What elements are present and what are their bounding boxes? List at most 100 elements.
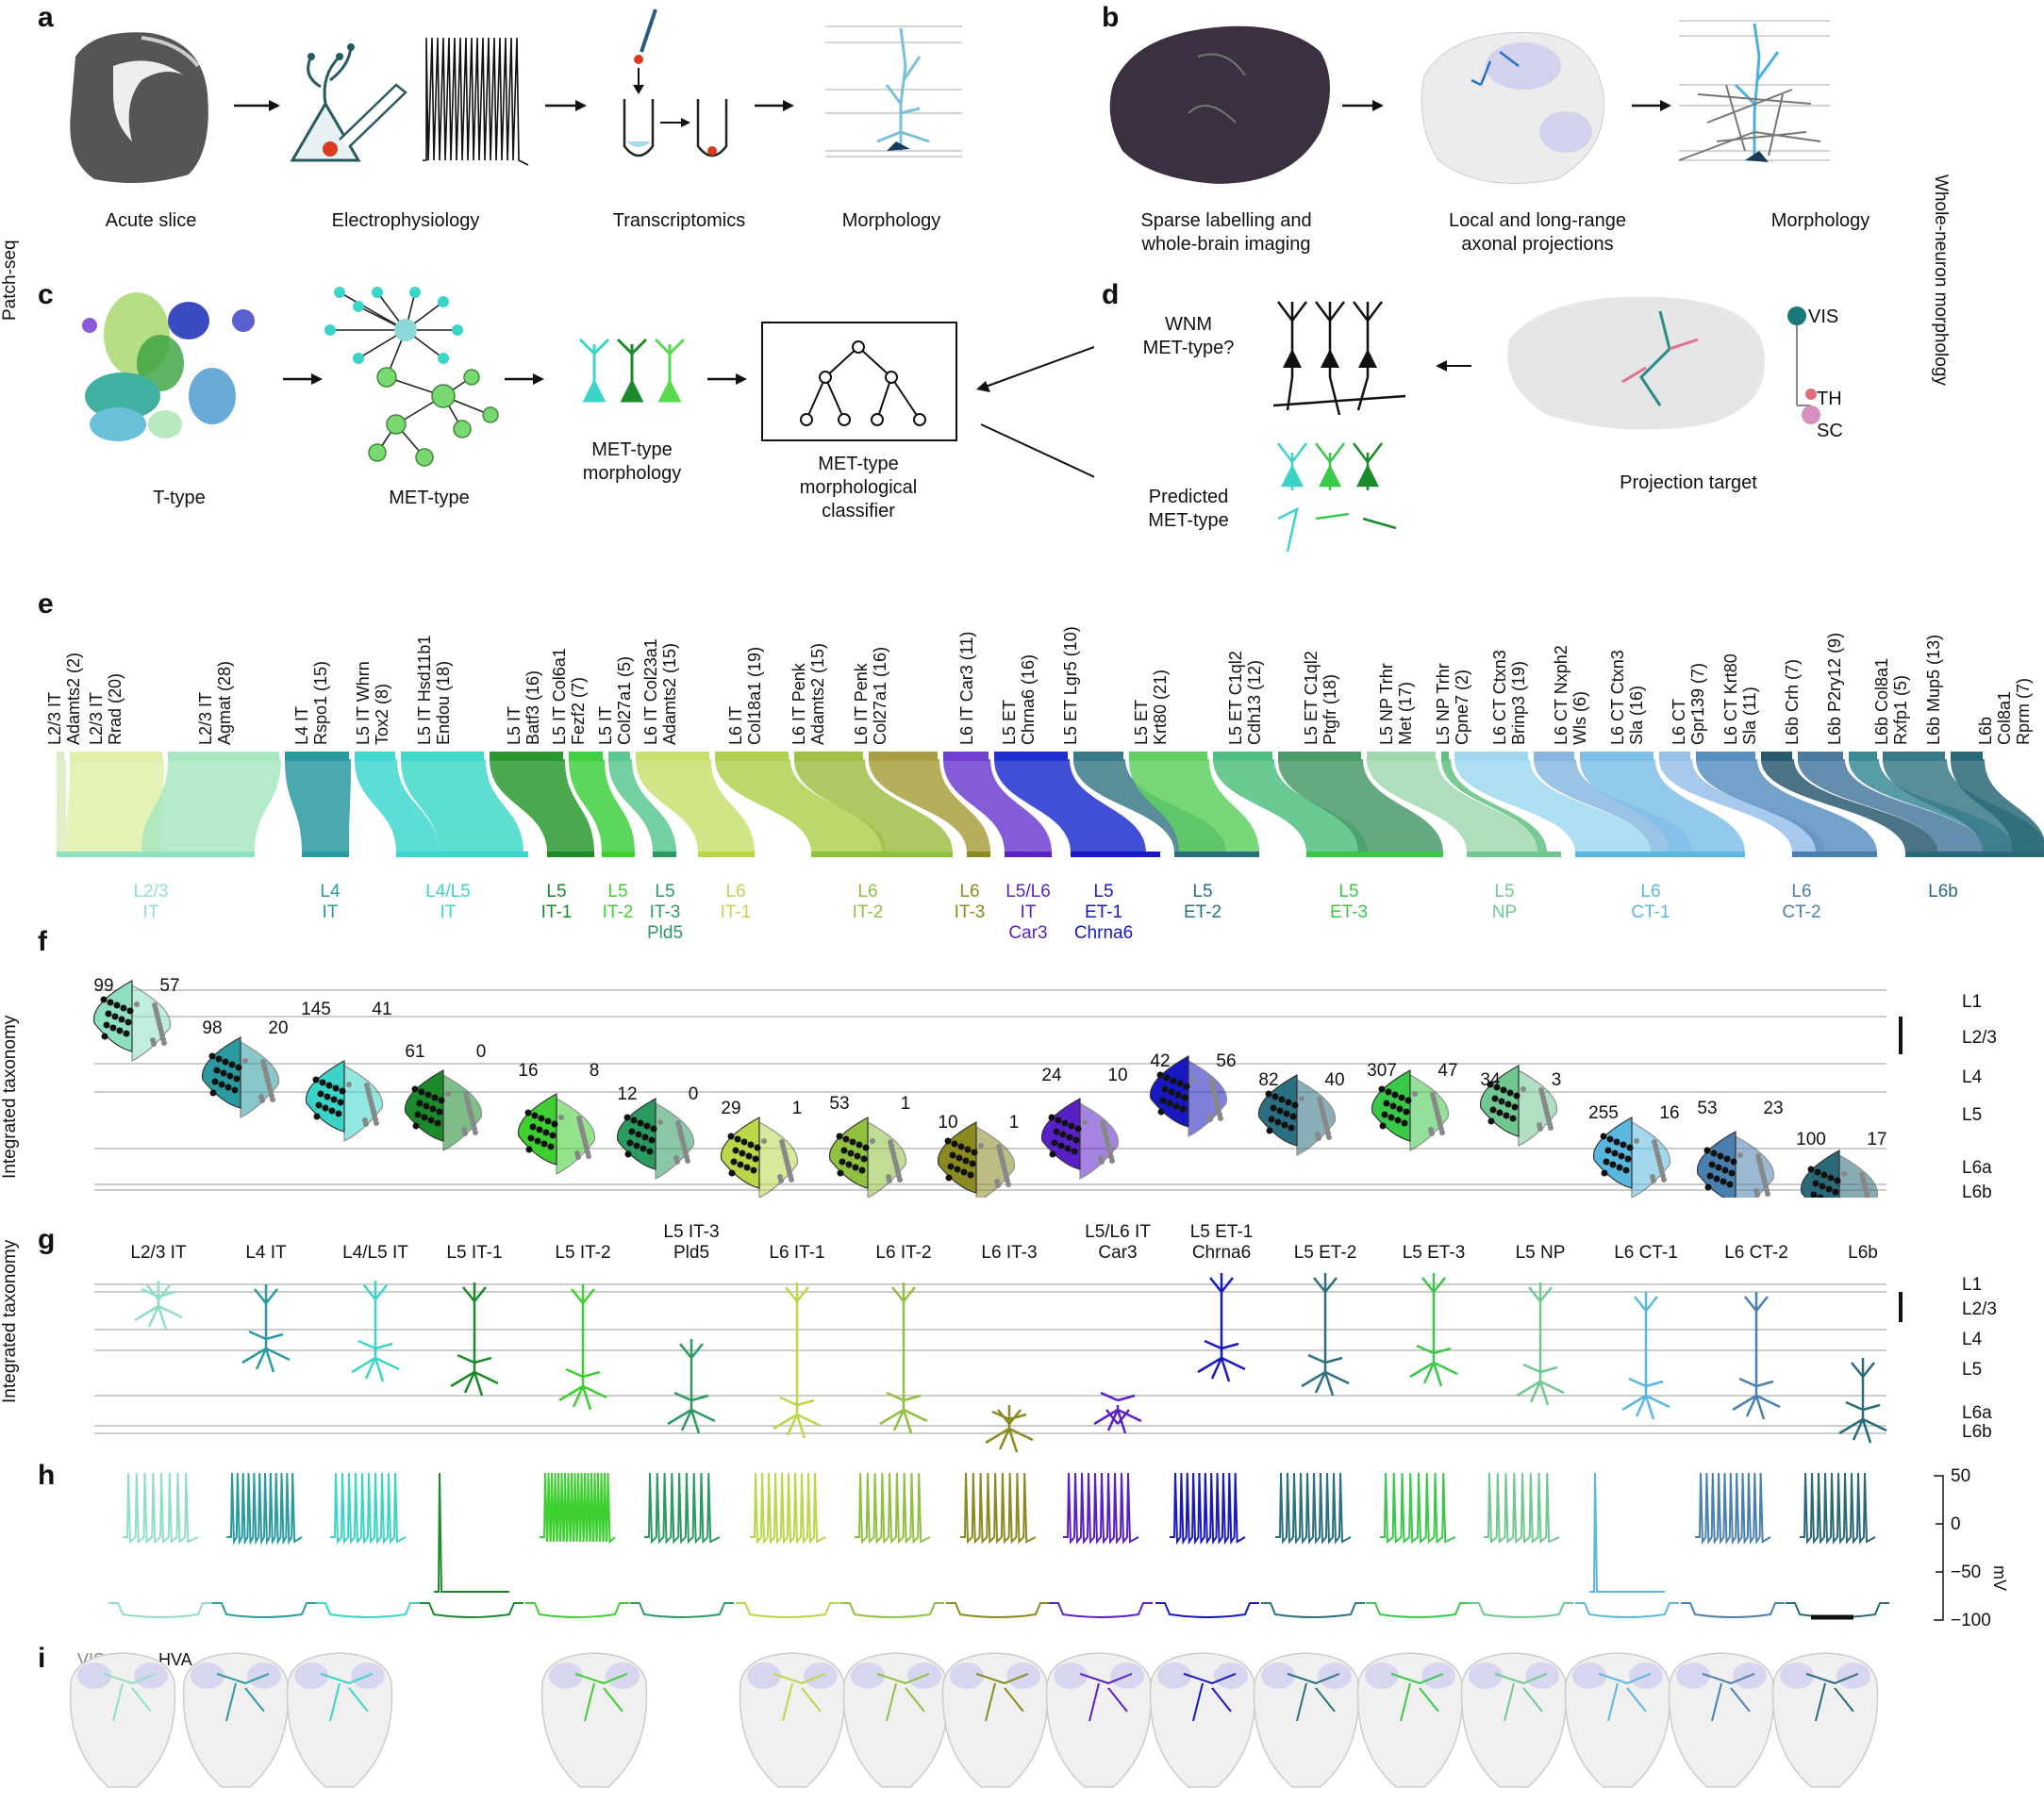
sankey-flow <box>355 759 439 853</box>
ttype-bar <box>1278 752 1361 761</box>
cell-dot <box>315 1101 323 1109</box>
ttype-label: L6b Col8a1 Rxfp1 (5) <box>1872 657 1910 745</box>
cell-dot <box>845 1161 853 1168</box>
cell-dot <box>1487 1081 1494 1088</box>
cell-dot <box>1609 1161 1617 1168</box>
mettype-label: L6 IT-1 <box>720 882 752 922</box>
cell-dot <box>411 1085 419 1093</box>
violin-count: 3 <box>1551 1070 1562 1090</box>
violin-count: 53 <box>1697 1099 1718 1118</box>
cell-dot <box>1055 1117 1062 1124</box>
cell-dot <box>745 1152 753 1160</box>
cell-dot <box>1841 1171 1847 1177</box>
mettype-bar <box>1905 852 2044 857</box>
sankey-flow <box>1367 759 1537 853</box>
cell-dot <box>524 1109 532 1117</box>
violin-count: 42 <box>1150 1051 1171 1071</box>
cell-dot <box>1299 1096 1305 1101</box>
cell-dot <box>1401 1119 1408 1127</box>
cell-dot <box>750 1166 757 1174</box>
layer-label: L4 <box>1962 1330 1983 1349</box>
cell-dot <box>1049 1150 1056 1158</box>
cell-dot <box>956 1154 963 1162</box>
mettype-label: L2/3 IT <box>133 882 169 922</box>
cell-dot <box>208 1052 216 1060</box>
cell-dot <box>328 1107 336 1115</box>
cell-dot <box>423 1102 430 1110</box>
cell-dot <box>747 1141 755 1149</box>
wnm-neuron-icons <box>1272 301 1406 416</box>
cell-dot <box>740 1138 748 1146</box>
ttype-label: L6 IT Col18a1 (19) <box>726 646 764 745</box>
cell-dot <box>951 1140 958 1148</box>
cell-dot <box>1181 1094 1188 1101</box>
sankey-flow <box>1659 759 1825 853</box>
cell-dot <box>337 1099 344 1106</box>
caption-acute-slice: Acute slice <box>105 210 197 231</box>
cell-dot <box>107 999 114 1006</box>
sankey-flow <box>869 759 990 853</box>
cell-dot <box>1825 1185 1833 1193</box>
sankey-flow <box>66 759 164 853</box>
target-sc-label: SC <box>1817 421 1843 441</box>
cell-dot <box>1278 1096 1286 1103</box>
ttype-label: L5 ET C1ql2 Cdh13 (12) <box>1226 651 1264 745</box>
met-type-morphology-icons <box>578 338 686 403</box>
cell-dot <box>215 1055 223 1063</box>
cell-dot <box>840 1147 848 1154</box>
violin-right <box>1518 1068 1558 1147</box>
violin-count: 61 <box>405 1042 425 1062</box>
panel-d-graphics <box>1272 296 1820 553</box>
cell-dot <box>1315 1132 1321 1137</box>
violin-count: 16 <box>1659 1103 1680 1123</box>
ttype-bar <box>1534 752 1574 761</box>
cell-dot <box>1710 1150 1718 1157</box>
mettype-label: L6b <box>1928 882 1958 902</box>
ttype-bar <box>569 752 603 761</box>
panel-d-label: d <box>1102 279 1120 310</box>
sankey-flow <box>285 759 351 853</box>
violin-count: 41 <box>372 1000 392 1019</box>
voltage-tick-label: −100 <box>1951 1611 1991 1630</box>
morphology-type-label: L4/L5 IT <box>342 1243 408 1263</box>
ttype-label: L6 CT Ctxn3 Sla (16) <box>1608 650 1646 745</box>
mettype-label: L5 ET-1 Chrna6 <box>1073 882 1134 943</box>
layer-label: L5 <box>1962 1360 1983 1380</box>
cell-dot <box>421 1114 428 1121</box>
violin-count: 10 <box>938 1113 958 1133</box>
cell-dot <box>1708 1161 1716 1168</box>
ttype-label: L5 NP Trhr Met (17) <box>1377 663 1415 745</box>
cell-dot <box>624 1150 632 1158</box>
morphology-type-label: L5 NP <box>1515 1243 1566 1263</box>
hyperpolarization-trace <box>316 1602 420 1618</box>
cell-dot <box>313 1113 321 1120</box>
caption-ttype: T-type <box>153 488 206 508</box>
cell-dot <box>1428 1127 1434 1133</box>
neuron-morphology <box>1732 1292 1781 1420</box>
brain-projection <box>1771 1652 1879 1788</box>
cell-dot <box>536 1126 543 1133</box>
cell-dot <box>346 1082 352 1087</box>
cell-dot <box>1721 1166 1729 1174</box>
cell-dot <box>944 1137 952 1145</box>
cell-dot <box>673 1155 679 1161</box>
mettype-label: L6 CT-2 <box>1782 882 1821 922</box>
violin-count: 23 <box>1763 1099 1784 1118</box>
cell-dot <box>1098 1155 1104 1161</box>
cell-dot <box>105 1010 112 1017</box>
cell-dot <box>1753 1188 1759 1194</box>
mettype-label: L5 ET-3 <box>1329 882 1369 922</box>
violin-count: 34 <box>1480 1070 1501 1090</box>
cell-dot <box>945 1174 953 1182</box>
cell-dot <box>1389 1102 1397 1110</box>
violin-right <box>1079 1101 1120 1180</box>
neuron-morphology <box>1838 1358 1887 1444</box>
morphology-reconstruction <box>825 25 962 157</box>
cell-dot <box>1715 1164 1722 1171</box>
brain-projection <box>1564 1652 1671 1788</box>
panel-a-label: a <box>38 2 54 33</box>
sankey-flow <box>1580 759 1745 853</box>
cell-dot <box>1068 1122 1075 1130</box>
morphology-type-label: L5 IT-1 <box>446 1243 503 1263</box>
cell-dot <box>235 1064 242 1071</box>
